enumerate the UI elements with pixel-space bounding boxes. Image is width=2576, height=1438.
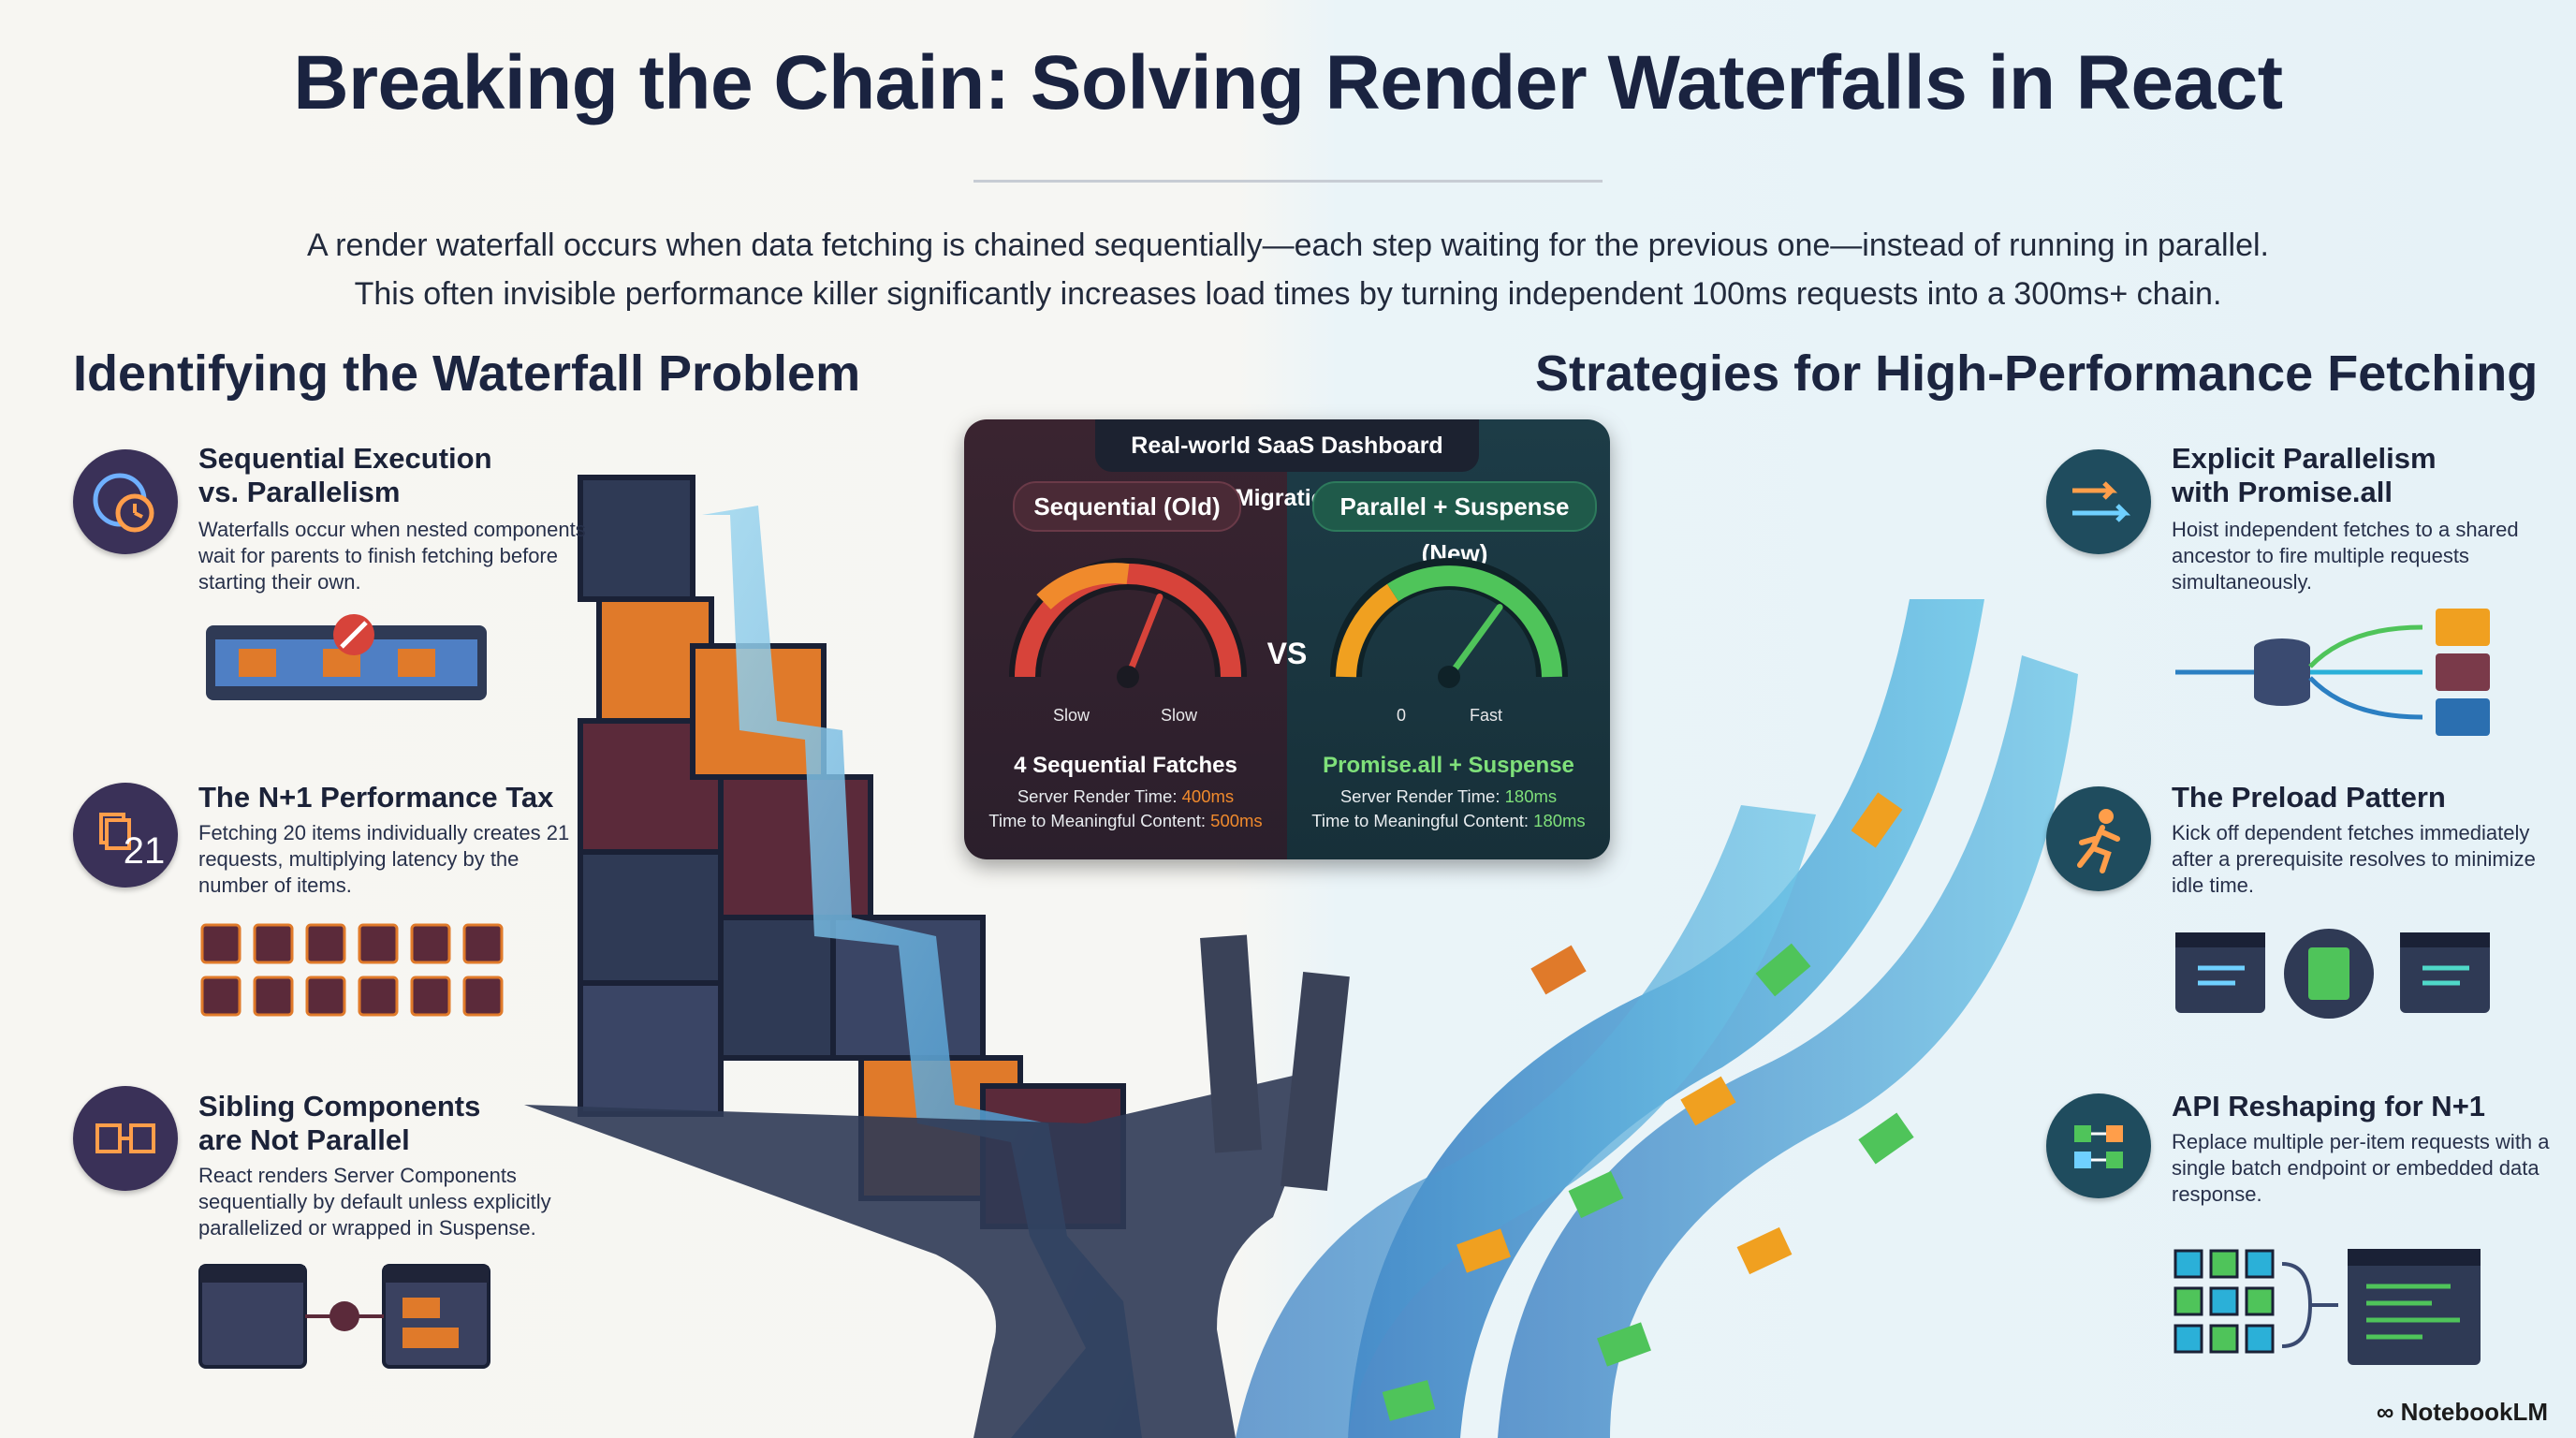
notebooklm-brand: ∞ NotebookLM xyxy=(2376,1398,2548,1426)
title-divider xyxy=(973,180,1603,183)
svg-text:21: 21 xyxy=(124,830,166,872)
feature-parallelism-title: Explicit Parallelism with Promise.all xyxy=(2172,442,2437,508)
old-label: Sequential (Old) xyxy=(1013,481,1241,532)
api-batch-illustration xyxy=(2174,1249,2481,1365)
feature-sibling-desc: React renders Server Components sequenti… xyxy=(198,1164,551,1240)
feature-api-desc: Replace multiple per-item requests with … xyxy=(2172,1130,2550,1206)
old-gauge-right-label: Slow xyxy=(1161,706,1198,725)
feature-sequential-title: Sequential Execution vs. Parallelism xyxy=(198,442,492,508)
feature-preload-title: The Preload Pattern xyxy=(2172,781,2446,814)
block-tower xyxy=(578,475,1142,1438)
sibling-illustration xyxy=(198,1264,490,1369)
old-server-render-time: Server Render Time: 400ms xyxy=(1017,786,1235,806)
clock-icon xyxy=(73,449,178,554)
runner-icon xyxy=(2046,786,2151,891)
new-time-to-content: Time to Meaningful Content: 180ms xyxy=(1311,811,1586,830)
new-gauge-right-label: Fast xyxy=(1470,706,1503,725)
old-speed-gauge xyxy=(1009,558,1247,688)
sequential-pipe-illustration xyxy=(206,614,487,700)
page-title: Breaking the Chain: Solving Render Water… xyxy=(293,40,2283,125)
stacked-docs-icon: 21 xyxy=(73,783,178,888)
left-section-heading: Identifying the Waterfall Problem xyxy=(73,345,861,402)
new-label: Parallel + Suspense (New) xyxy=(1312,481,1597,567)
intro-text: A render waterfall occurs when data fetc… xyxy=(187,221,2389,318)
right-section-heading: Strategies for High-Performance Fetching xyxy=(1535,345,2539,402)
new-server-render-time: Server Render Time: 180ms xyxy=(1339,786,1558,806)
intro-line-2: This often invisible performance killer … xyxy=(354,276,2222,312)
data-packets xyxy=(1382,792,1914,1421)
parallel-fetch-illustration xyxy=(2175,609,2490,736)
new-headline: Promise.all + Suspense xyxy=(1323,753,1574,778)
preload-illustration xyxy=(2175,929,2490,1019)
waterfall-illustration xyxy=(524,475,2078,1438)
vs-label: VS xyxy=(1266,637,1308,670)
feature-n1-title: The N+1 Performance Tax xyxy=(198,781,554,814)
new-speed-gauge xyxy=(1330,558,1568,688)
panel-title: Real-world SaaS Dashboard Migration xyxy=(1095,419,1479,511)
old-gauge-left-label: Slow xyxy=(1053,706,1090,725)
sibling-components-icon xyxy=(73,1086,178,1191)
intro-line-1: A render waterfall occurs when data fetc… xyxy=(306,227,2269,263)
parallel-arrows-icon xyxy=(2046,449,2151,554)
feature-sibling-title: Sibling Components are Not Parallel xyxy=(198,1090,481,1156)
old-time-to-content: Time to Meaningful Content: 500ms xyxy=(988,811,1263,830)
feature-api-title: API Reshaping for N+1 xyxy=(2172,1090,2486,1123)
feature-sequential-desc: Waterfalls occur when nested components … xyxy=(198,518,586,594)
new-gauge-left-label: 0 xyxy=(1397,706,1407,725)
migration-comparison-panel: Real-world SaaS Dashboard Migration Sequ… xyxy=(964,419,1610,859)
feature-n1-desc: Fetching 20 items individually creates 2… xyxy=(198,821,570,897)
n1-grid-illustration xyxy=(200,923,504,1017)
feature-preload-desc: Kick off dependent fetches immediately a… xyxy=(2172,821,2536,897)
batch-network-icon xyxy=(2046,1093,2151,1198)
notebooklm-logo-icon: ∞ xyxy=(2376,1398,2401,1426)
feature-parallelism-desc: Hoist independent fetches to a shared an… xyxy=(2172,518,2519,594)
old-headline: 4 Sequential Fatches xyxy=(1014,753,1237,778)
